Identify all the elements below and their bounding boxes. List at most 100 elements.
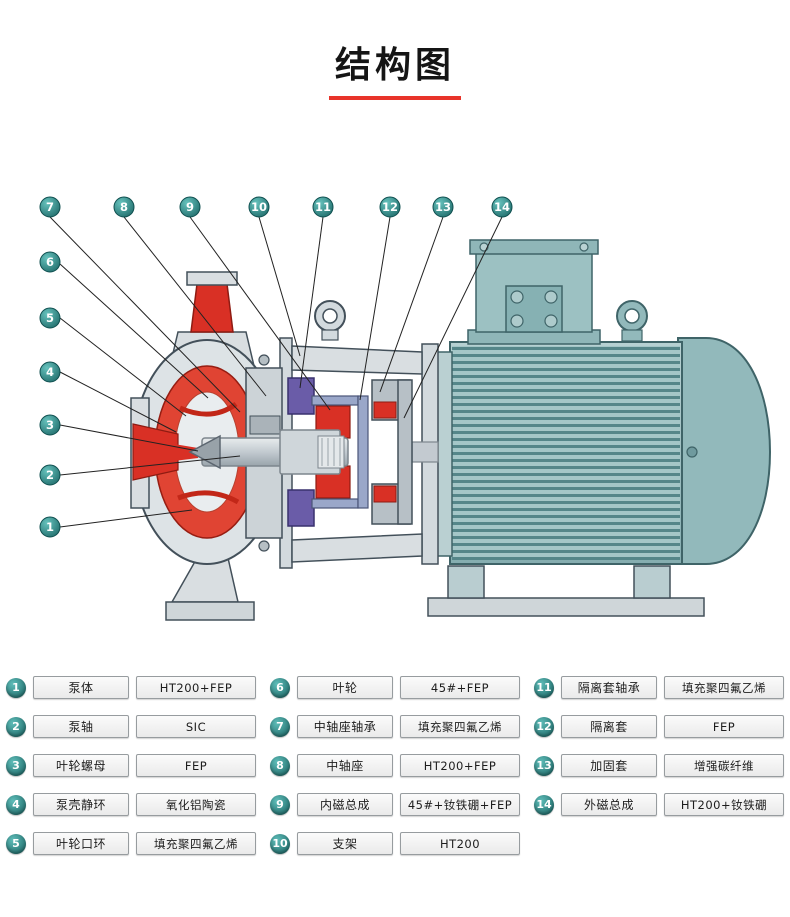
part-row: 12 隔离套 FEP: [534, 715, 784, 738]
svg-text:14: 14: [494, 200, 510, 214]
svg-text:13: 13: [435, 200, 451, 214]
part-number-badge: 1: [6, 677, 26, 698]
part-name-cell: 内磁总成: [297, 793, 393, 816]
part-material-cell: HT200+FEP: [400, 754, 520, 777]
part-name-cell: 隔离套: [561, 715, 657, 738]
impeller-vane: [177, 490, 240, 505]
parts-column-1: 1 泵体 HT200+FEP 2 泵轴 SIC 3 叶轮螺母 FEP 4 泵壳静…: [6, 676, 256, 855]
part-number-badge: 11: [534, 677, 554, 698]
outer-magnet-ring: [373, 485, 397, 503]
part-material-cell: 45#+FEP: [400, 676, 520, 699]
part-name-cell: 加固套: [561, 754, 657, 777]
motor-shaft-stub: [411, 441, 439, 463]
svg-text:9: 9: [186, 200, 194, 214]
title-block: 结构图: [0, 0, 790, 100]
bolt-icon: [258, 354, 270, 366]
isolation-sleeve: [311, 498, 359, 509]
terminal-box-cover: [469, 239, 599, 255]
discharge-channel: [190, 283, 234, 333]
svg-text:7: 7: [46, 200, 54, 214]
part-material-cell: 氧化铝陶瓷: [136, 793, 256, 816]
leader-lines: [49, 216, 503, 528]
part-row: 5 叶轮口环 填充聚四氟乙烯: [6, 832, 256, 855]
motor: [427, 239, 772, 565]
suction-channel: [150, 440, 198, 464]
leader-13: [379, 216, 444, 393]
leader-12: [359, 216, 391, 401]
leader-10: [258, 216, 301, 357]
parts-column-3: 11 隔离套轴承 填充聚四氟乙烯 12 隔离套 FEP 13 加固套 增强碳纤维…: [534, 676, 784, 855]
part-row: 4 泵壳静环 氧化铝陶瓷: [6, 793, 256, 816]
part-number-badge: 8: [270, 755, 290, 776]
leader-2: [59, 455, 241, 476]
svg-text:8: 8: [120, 200, 128, 214]
part-number-badge: 13: [534, 755, 554, 776]
callout-14: 14: [491, 196, 513, 218]
part-number-badge: 9: [270, 794, 290, 815]
part-number-badge: 3: [6, 755, 26, 776]
part-number-badge: 2: [6, 716, 26, 737]
part-name-cell: 泵轴: [33, 715, 129, 738]
bolt-icon: [258, 540, 270, 552]
part-material-cell: HT200+FEP: [136, 676, 256, 699]
part-material-cell: 增强碳纤维: [664, 754, 784, 777]
base-and-feet: [165, 557, 705, 621]
callout-8: 8: [113, 196, 135, 218]
part-number-badge: 10: [270, 833, 290, 854]
parts-column-2: 6 叶轮 45#+FEP 7 中轴座轴承 填充聚四氟乙烯 8 中轴座 HT200…: [270, 676, 520, 855]
isolation-sleeve-end: [357, 395, 369, 509]
svg-text:4: 4: [46, 365, 54, 379]
motor-center-cap: [686, 446, 698, 458]
callout-7: 7: [39, 196, 61, 218]
part-name-cell: 泵壳静环: [33, 793, 129, 816]
isolation-sleeve: [311, 395, 359, 406]
part-name-cell: 泵体: [33, 676, 129, 699]
callout-13: 13: [432, 196, 454, 218]
part-row: 3 叶轮螺母 FEP: [6, 754, 256, 777]
motor-rear-cover: [677, 337, 772, 565]
part-name-cell: 叶轮螺母: [33, 754, 129, 777]
discharge-flange: [186, 271, 238, 286]
part-row: 13 加固套 增强碳纤维: [534, 754, 784, 777]
impeller-vane: [178, 401, 238, 417]
part-name-cell: 叶轮口环: [33, 832, 129, 855]
part-name-cell: 中轴座轴承: [297, 715, 393, 738]
callout-3: 3: [39, 414, 61, 436]
part-number-badge: 12: [534, 716, 554, 737]
bracket-bottom-strut: [291, 533, 423, 563]
callout-4: 4: [39, 361, 61, 383]
callout-6: 6: [39, 251, 61, 273]
bracket-top-strut: [291, 345, 423, 375]
callout-5: 5: [39, 307, 61, 329]
leader-7: [49, 216, 241, 413]
part-number-badge: 14: [534, 794, 554, 815]
part-name-cell: 中轴座: [297, 754, 393, 777]
leader-8: [123, 216, 267, 397]
leader-14: [403, 216, 503, 419]
callout-12: 12: [379, 196, 401, 218]
middle-seat-bearing: [249, 415, 281, 435]
part-row: 8 中轴座 HT200+FEP: [270, 754, 520, 777]
part-row: 11 隔离套轴承 填充聚四氟乙烯: [534, 676, 784, 699]
part-row: 1 泵体 HT200+FEP: [6, 676, 256, 699]
part-material-cell: 填充聚四氟乙烯: [136, 832, 256, 855]
callout-2: 2: [39, 464, 61, 486]
part-material-cell: 填充聚四氟乙烯: [400, 715, 520, 738]
callout-1: 1: [39, 516, 61, 538]
part-material-cell: FEP: [664, 715, 784, 738]
part-name-cell: 隔离套轴承: [561, 676, 657, 699]
part-number-badge: 4: [6, 794, 26, 815]
part-material-cell: HT200+钕铁硼: [664, 793, 784, 816]
svg-text:5: 5: [46, 311, 54, 325]
part-row: 6 叶轮 45#+FEP: [270, 676, 520, 699]
svg-text:1: 1: [46, 520, 54, 534]
callout-10: 10: [248, 196, 270, 218]
page-title: 结构图: [334, 45, 455, 86]
svg-text:2: 2: [46, 468, 54, 482]
pump-volute: [130, 271, 283, 565]
leader-1: [59, 509, 193, 528]
parts-table: 1 泵体 HT200+FEP 2 泵轴 SIC 3 叶轮螺母 FEP 4 泵壳静…: [0, 676, 790, 855]
bolt-icon: [510, 290, 524, 304]
isolation-sleeve-bearing: [287, 489, 315, 527]
